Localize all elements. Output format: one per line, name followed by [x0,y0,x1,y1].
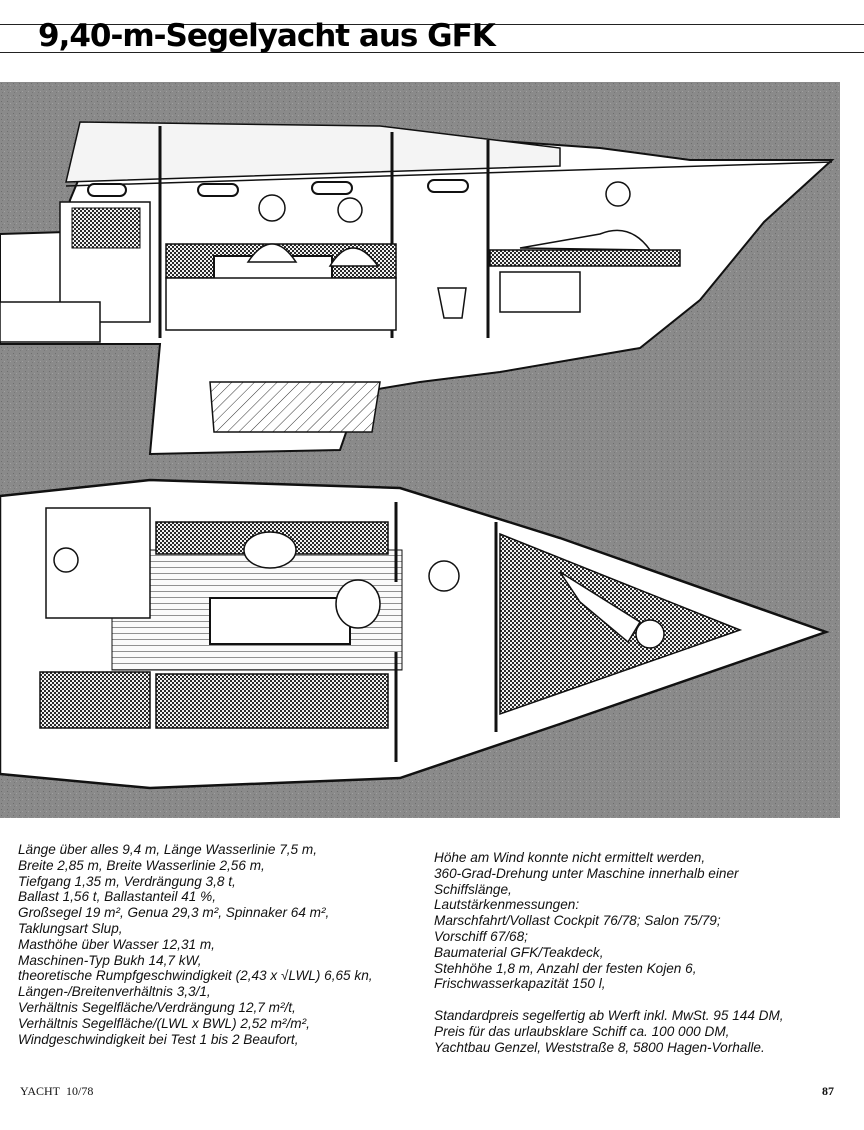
spec-left-line: Breite 2,85 m, Breite Wasserlinie 2,56 m… [18,857,265,873]
spec-right-line: Baumaterial GFK/Teakdeck, [434,944,604,960]
plan-figures [243,531,665,649]
aft-berth [39,671,151,729]
spec-right-line: Marschfahrt/Vollast Cockpit 76/78; Salon… [434,913,721,929]
spec-right-line: Schiffslänge, [434,881,512,897]
spec-right-line: Preis für das urlaubsklare Schiff ca. 10… [434,1023,730,1039]
spec-right-line: 360-Grad-Drehung unter Maschine innerhal… [434,865,739,881]
coachroof [65,121,561,183]
keel [209,381,381,433]
head-toilet [428,560,460,592]
spec-left-line: Verhältnis Segelfläche/(LWL x BWL) 2,52 … [18,1015,310,1031]
engine [0,301,101,343]
spec-right-line: Höhe am Wind konnte nicht ermittelt werd… [434,850,706,865]
galley-upholstery [71,207,141,249]
bulkheads [394,502,498,762]
header-rule-top [0,24,864,25]
spec-left-line: Ballast 1,56 t, Ballastanteil 41 %, [18,889,216,905]
portlights [87,179,469,197]
issue-number: 10/78 [66,1084,94,1098]
spec-list-left: Länge über alles 9,4 m, Länge Wasserlini… [6,833,404,1047]
spec-right-line [434,992,818,1008]
spec-left-line: Tiefgang 1,35 m, Verdrängung 3,8 t, [18,873,236,889]
spec-left-line: Längen-/Breitenverhältnis 3,3/1, [18,984,211,1000]
crew-figures [246,181,652,267]
footer-magazine: YACHT 10/78 [20,1084,93,1099]
page-number: 87 [822,1084,834,1098]
side-section-view [0,121,835,456]
port-settee [155,673,389,729]
spec-left-line: theoretische Rumpfgeschwindigkeit (2,43 … [18,968,373,984]
spec-right-line: Lautstärkenmessungen: [434,897,580,913]
spec-right-line: Standardpreis segelfertig ab Werft inkl.… [434,1007,784,1023]
page-headline: 9,40-m-Segelyacht aus GFK [38,18,496,54]
deck-line [65,161,833,187]
forward-locker [499,271,581,313]
plan-view [0,478,830,790]
forward-berth [489,249,681,267]
spec-list-right: Höhe am Wind konnte nicht ermittelt werd… [418,833,818,1055]
spec-box-right: Höhe am Wind konnte nicht ermittelt werd… [418,833,818,1055]
yacht-illustration [0,82,840,818]
settee-base [165,277,397,331]
spec-left-line: Taklungsart Slup, [18,920,123,936]
spec-right-line: Frischwasserkapazität 150 l, [434,976,606,992]
spec-left-line: Großsegel 19 m², Genua 29,3 m², Spinnake… [18,905,330,921]
spec-left-line: Masthöhe über Wasser 12,31 m, [18,936,215,952]
spec-right-line: Vorschiff 67/68; [434,928,528,944]
magazine-name: YACHT [20,1084,61,1098]
header-rule-bottom [0,52,864,53]
spec-right-line: Stehhöhe 1,8 m, Anzahl der festen Kojen … [434,960,697,976]
galley-sink [53,547,79,573]
spec-left-line: Windgeschwindigkeit bei Test 1 bis 2 Bea… [18,1031,299,1047]
spec-right-line: Yachtbau Genzel, Weststraße 8, 5800 Hage… [434,1039,765,1055]
spec-left-line: Verhältnis Segelfläche/Verdrängung 12,7 … [18,999,296,1015]
plan-table [209,597,351,645]
spec-box-left: Länge über alles 9,4 m, Länge Wasserlini… [6,833,404,1055]
spec-left-line: Maschinen-Typ Bukh 14,7 kW, [18,952,202,968]
spec-left-line: Länge über alles 9,4 m, Länge Wasserlini… [18,842,317,857]
toilet [437,287,467,319]
